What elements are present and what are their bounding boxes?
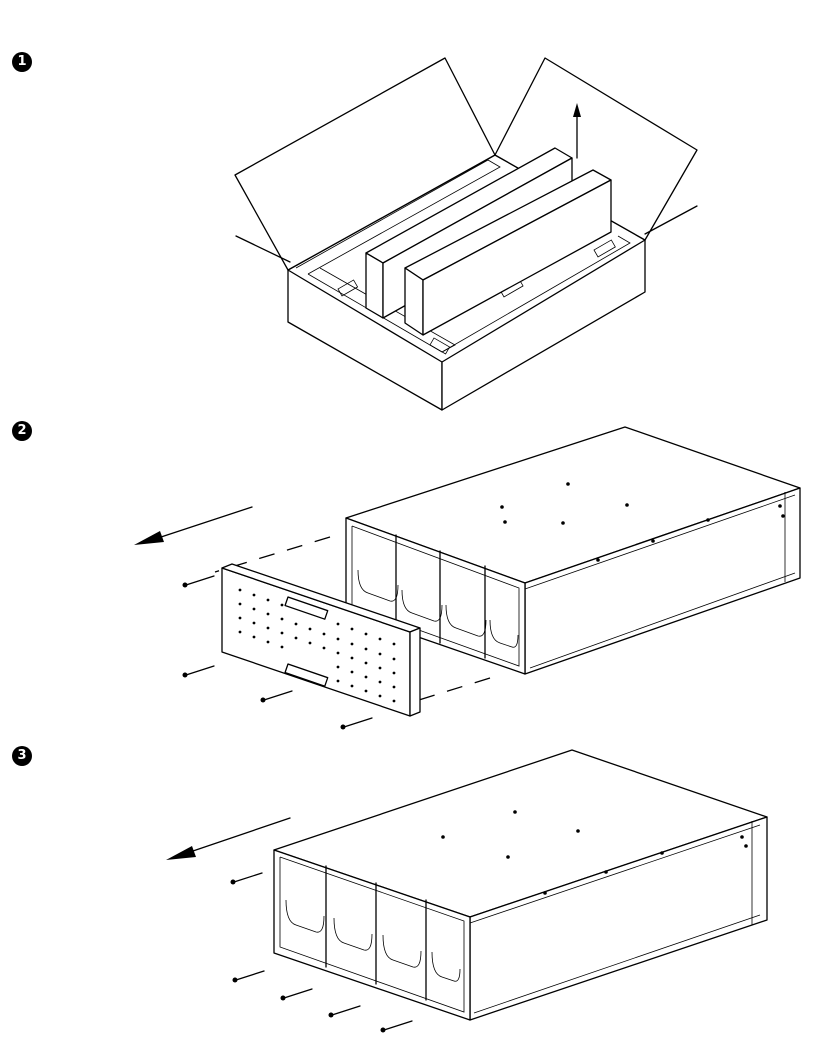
up-arrow-icon [573, 103, 581, 117]
cabinet-front [345, 517, 526, 675]
step-3-badge: 3 [12, 746, 32, 766]
screw-icon [230, 872, 413, 1033]
step-2-cabinet-illustration [134, 426, 801, 730]
left-arrow-icon [166, 846, 196, 860]
step-1-badge: 1 [12, 52, 32, 72]
pull-arrow-3-shaft [189, 817, 291, 853]
screw-icon [182, 575, 373, 730]
cover-handle-bottom [284, 663, 329, 687]
step-3-cabinet-illustration [166, 749, 768, 1033]
pull-arrow-shaft [157, 506, 253, 539]
cover-perforations [238, 588, 396, 703]
step-2-badge: 2 [12, 421, 32, 441]
step-1-box-illustration [234, 57, 698, 411]
box-right-face [441, 239, 646, 411]
left-arrow-icon [134, 531, 164, 545]
cover-handle-top [284, 596, 329, 620]
